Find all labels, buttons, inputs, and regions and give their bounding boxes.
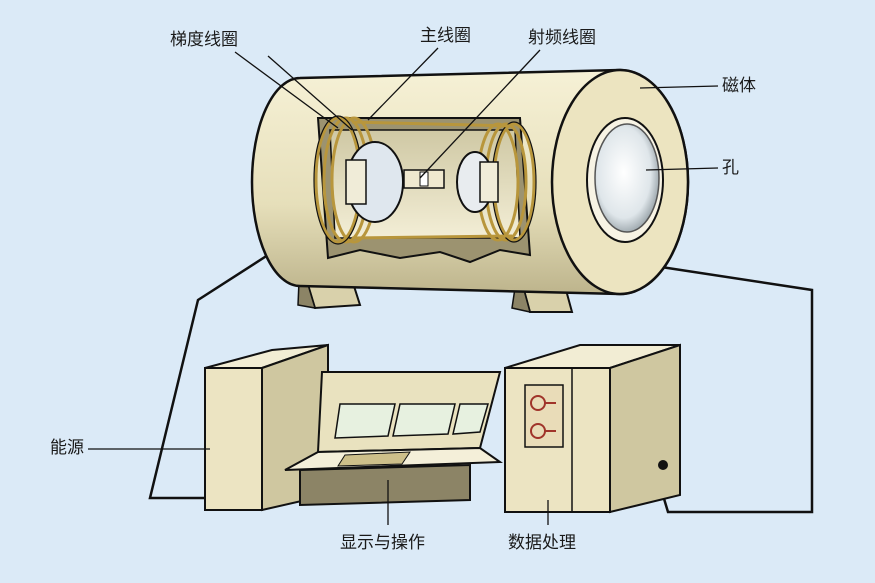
label-data-processing: 数据处理: [508, 533, 576, 553]
label-main-coil: 主线圈: [420, 26, 471, 46]
cables: [148, 253, 814, 514]
label-display-operation: 显示与操作: [340, 533, 425, 553]
label-bore: 孔: [722, 158, 739, 178]
label-power-supply: 能源: [50, 438, 84, 458]
data-processing-cabinet: [504, 343, 681, 514]
leader-lines: [88, 47, 719, 525]
rf-coil: [345, 141, 499, 223]
label-magnet: 磁体: [722, 76, 756, 96]
label-gradient-coil: 梯度线圈: [170, 30, 238, 50]
label-rf-coil: 射频线圈: [528, 28, 596, 48]
bore: [586, 117, 664, 243]
console: [284, 371, 504, 507]
